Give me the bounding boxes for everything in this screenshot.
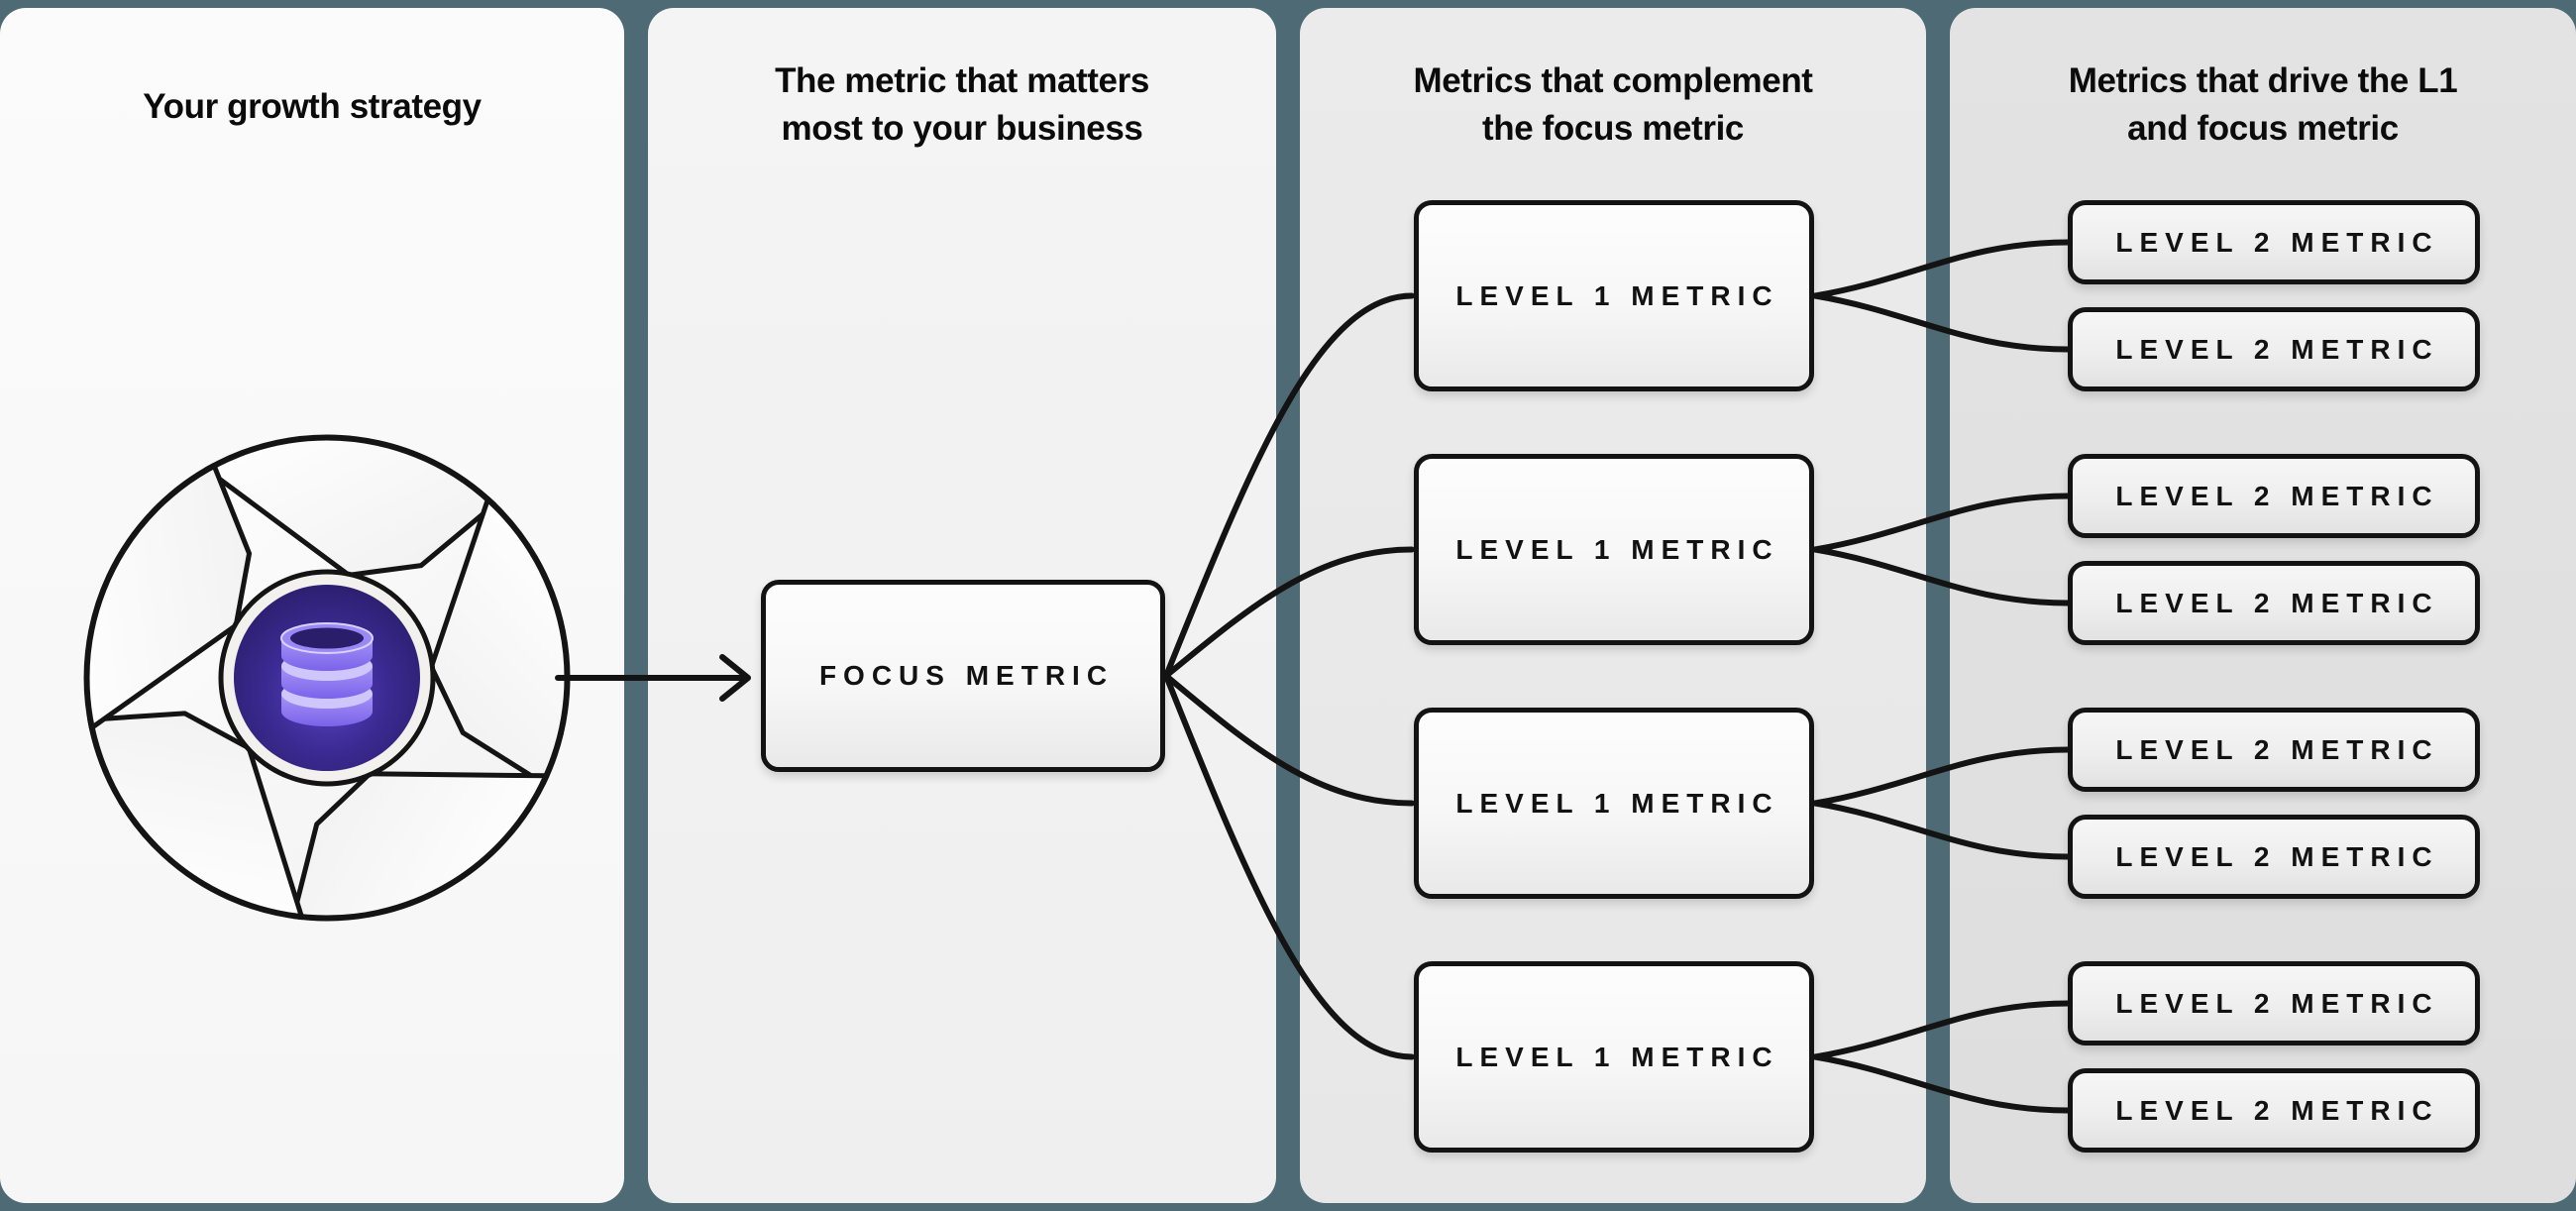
panel-title-level2-metrics: Metrics that drive the L1 and focus metr… [1950, 57, 2576, 153]
level2-metric-box: LEVEL 2 METRIC [2068, 561, 2480, 645]
level2-metric-label: LEVEL 2 METRIC [2115, 226, 2439, 258]
level1-metric-box: LEVEL 1 METRIC [1414, 961, 1814, 1153]
level1-metric-label: LEVEL 1 METRIC [1455, 787, 1779, 819]
title-line: most to your business [781, 109, 1143, 148]
level2-metric-label: LEVEL 2 METRIC [2115, 333, 2439, 365]
level2-metric-label: LEVEL 2 METRIC [2115, 733, 2439, 765]
level1-metric-label: LEVEL 1 METRIC [1455, 279, 1779, 311]
panel-growth-strategy: Your growth strategy [0, 8, 624, 1203]
focus-metric-box: FOCUS METRIC [761, 580, 1165, 772]
level2-metric-label: LEVEL 2 METRIC [2115, 987, 2439, 1019]
level2-metric-label: LEVEL 2 METRIC [2115, 587, 2439, 618]
title-line: and focus metric [2127, 109, 2399, 148]
level2-metric-box: LEVEL 2 METRIC [2068, 307, 2480, 391]
title-line: the focus metric [1482, 109, 1744, 148]
panel-title-focus-metric: The metric that matters most to your bus… [648, 57, 1276, 153]
panel-title-level1-metrics: Metrics that complement the focus metric [1300, 57, 1926, 153]
title-line: Metrics that drive the L1 [2068, 61, 2458, 100]
level2-metric-box: LEVEL 2 METRIC [2068, 200, 2480, 284]
level2-metric-box: LEVEL 2 METRIC [2068, 961, 2480, 1046]
level1-metric-box: LEVEL 1 METRIC [1414, 200, 1814, 391]
level1-metric-label: LEVEL 1 METRIC [1455, 1041, 1779, 1072]
panel-title-growth-strategy: Your growth strategy [0, 83, 624, 131]
level2-metric-label: LEVEL 2 METRIC [2115, 480, 2439, 511]
title-line: The metric that matters [775, 61, 1149, 100]
level1-metric-label: LEVEL 1 METRIC [1455, 533, 1779, 565]
level2-metric-box: LEVEL 2 METRIC [2068, 454, 2480, 538]
level2-metric-label: LEVEL 2 METRIC [2115, 840, 2439, 872]
title-line: Metrics that complement [1413, 61, 1813, 100]
level2-metric-label: LEVEL 2 METRIC [2115, 1094, 2439, 1126]
level2-metric-box: LEVEL 2 METRIC [2068, 815, 2480, 899]
focus-metric-label: FOCUS METRIC [818, 660, 1115, 691]
level2-metric-box: LEVEL 2 METRIC [2068, 708, 2480, 792]
level1-metric-box: LEVEL 1 METRIC [1414, 454, 1814, 645]
level2-metric-box: LEVEL 2 METRIC [2068, 1068, 2480, 1153]
level1-metric-box: LEVEL 1 METRIC [1414, 708, 1814, 899]
title-line: Your growth strategy [143, 87, 482, 126]
